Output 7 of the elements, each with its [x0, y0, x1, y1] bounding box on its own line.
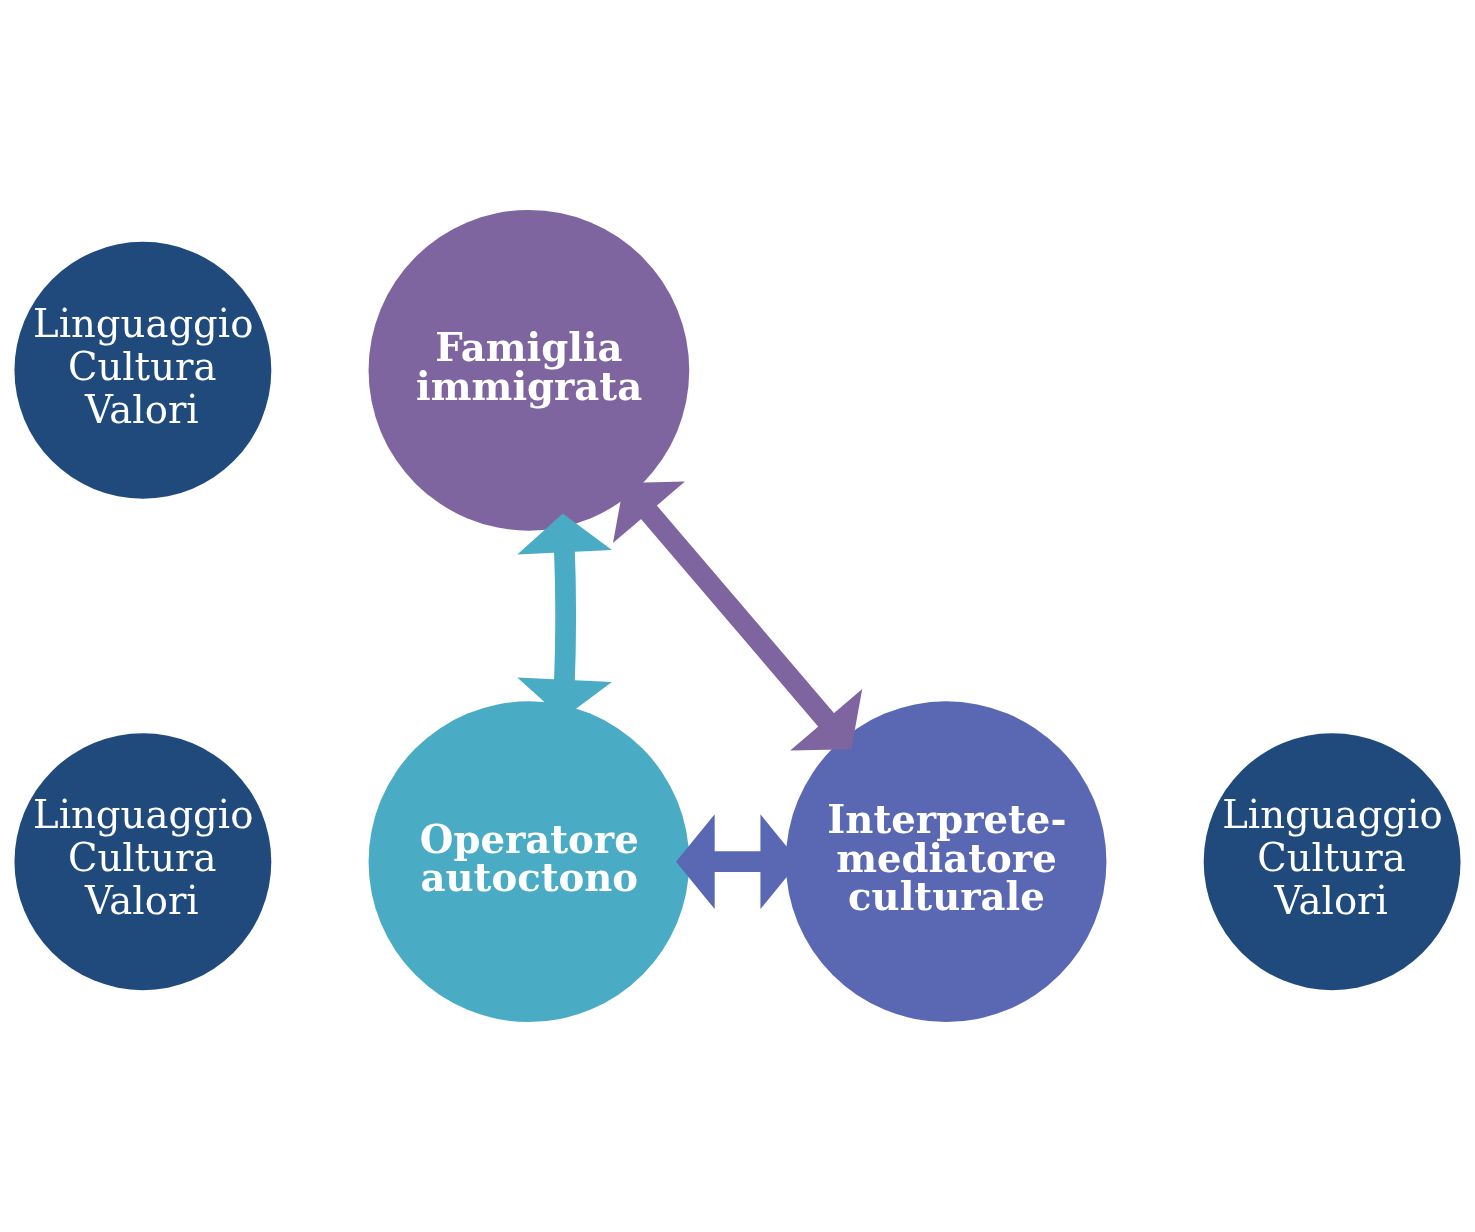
node-circle: Linguaggio Cultura Valori [14, 733, 272, 991]
node-circle: Famiglia immigrata [368, 209, 690, 531]
node-circle: Operatore autoctono [368, 701, 690, 1023]
node-circle: Linguaggio Cultura Valori [1203, 733, 1461, 991]
node-circle: Interprete-mediatore culturale [785, 701, 1107, 1023]
node-circle: Linguaggio Cultura Valori [14, 241, 272, 499]
arrow [612, 481, 863, 751]
